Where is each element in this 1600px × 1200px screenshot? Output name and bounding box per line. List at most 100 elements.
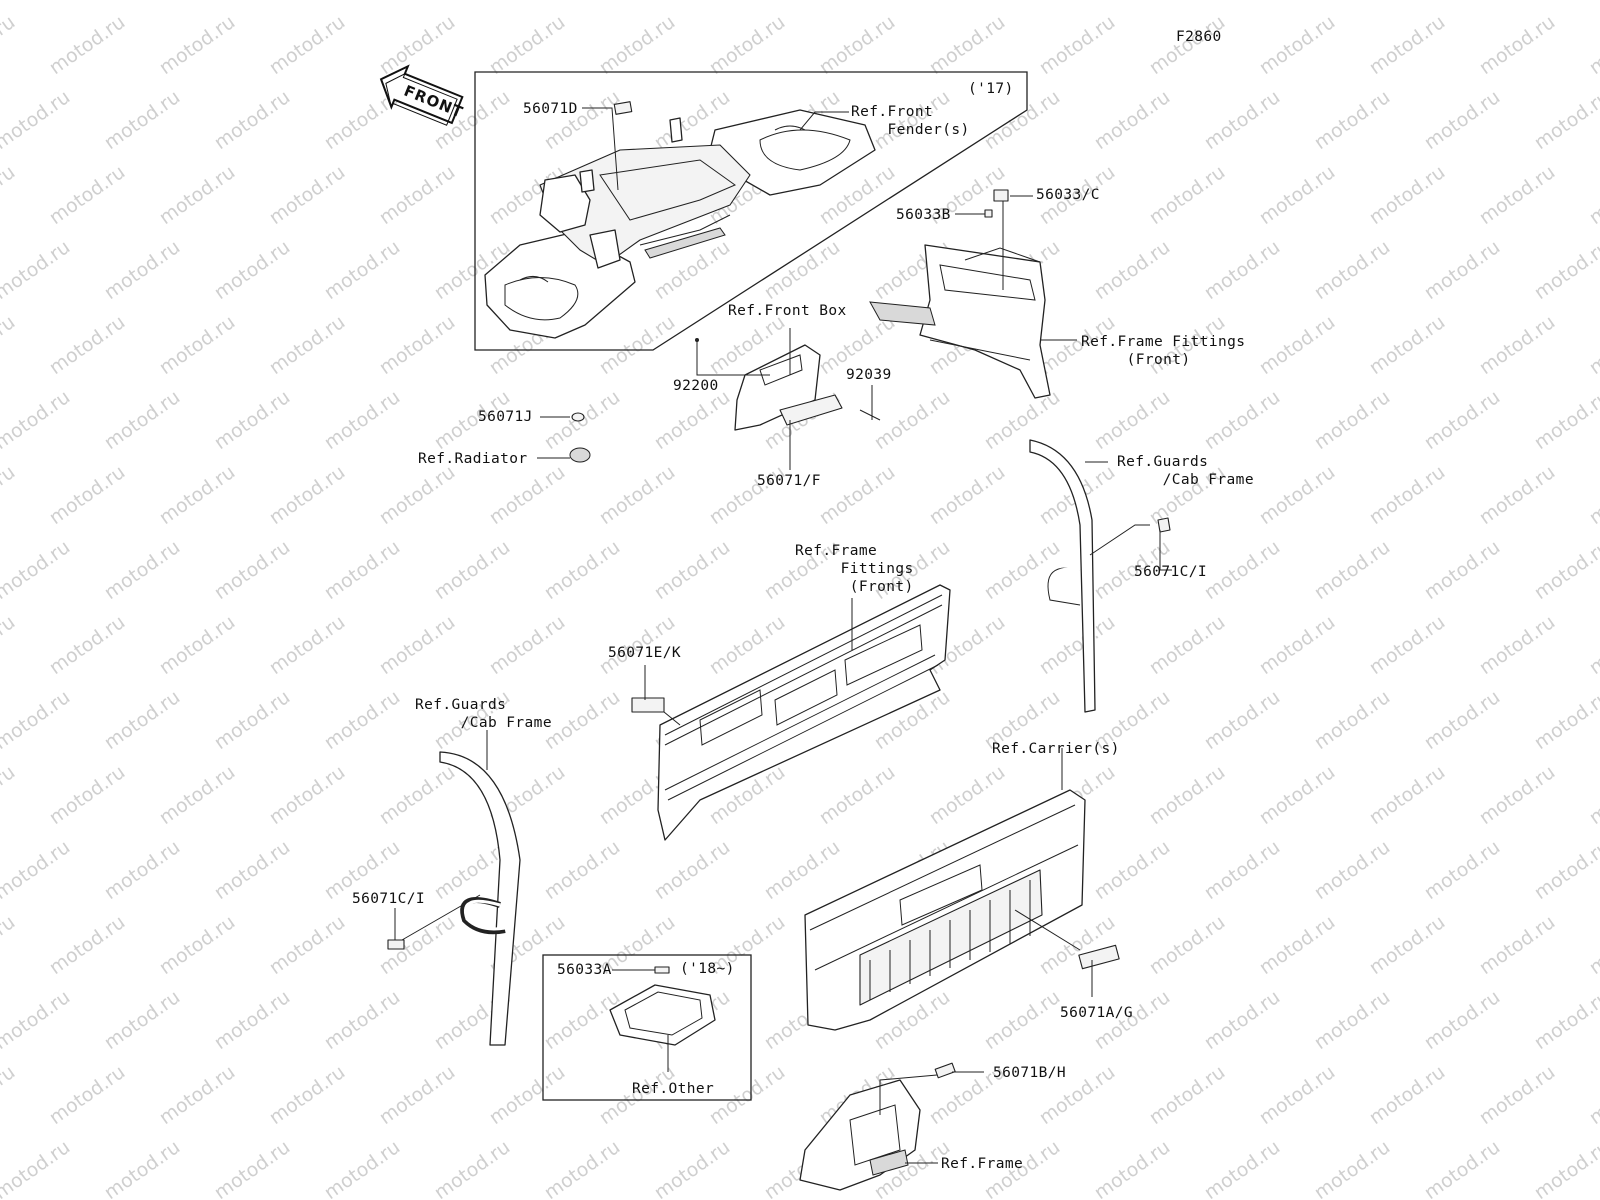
watermark-text: motod.ru: [45, 761, 129, 829]
watermark-text: motod.ru: [1365, 161, 1449, 229]
watermark-text: motod.ru: [980, 0, 1064, 4]
watermark-text: motod.ru: [1365, 311, 1449, 379]
watermark-text: motod.ru: [1365, 611, 1449, 679]
watermark-text: motod.ru: [100, 86, 184, 154]
watermark-text: motod.ru: [320, 536, 404, 604]
watermark-text: motod.ru: [265, 911, 349, 979]
watermark-text: motod.ru: [1310, 1136, 1394, 1200]
part-56071J: 56071J: [478, 409, 533, 425]
watermark-text: motod.ru: [100, 836, 184, 904]
watermark-text: motod.ru: [0, 461, 19, 529]
year-label-2018: ('18~): [680, 961, 735, 977]
watermark-text: motod.ru: [100, 536, 184, 604]
watermark-text: motod.ru: [1200, 0, 1284, 4]
watermark-text: motod.ru: [45, 911, 129, 979]
decal-56071AG: [1078, 944, 1120, 970]
watermark-text: motod.ru: [1585, 761, 1600, 829]
watermark-text: motod.ru: [650, 536, 734, 604]
watermark-text: motod.ru: [1310, 536, 1394, 604]
part-56071C-left: 56071C/I: [352, 891, 426, 907]
watermark-text: motod.ru: [430, 0, 514, 4]
watermark-text: motod.ru: [1255, 611, 1339, 679]
watermark-text: motod.ru: [430, 536, 514, 604]
watermark-text: motod.ru: [1585, 311, 1600, 379]
watermark-text: motod.ru: [485, 1061, 569, 1129]
watermark-text: motod.ru: [1255, 461, 1339, 529]
watermark-text: motod.ru: [1145, 161, 1229, 229]
watermark-text: motod.ru: [0, 911, 19, 979]
watermark-text: motod.ru: [1475, 161, 1559, 229]
watermark-text: motod.ru: [1530, 386, 1600, 454]
watermark-text: motod.ru: [1420, 1136, 1504, 1200]
watermark-text: motod.ru: [1530, 986, 1600, 1054]
part-56071D: 56071D: [523, 101, 578, 117]
watermark-text: motod.ru: [210, 686, 294, 754]
front-box-decals: [695, 338, 881, 431]
watermark-text: motod.ru: [1090, 0, 1174, 4]
watermark-text: motod.ru: [210, 0, 294, 4]
watermark-text: motod.ru: [1310, 686, 1394, 754]
part-56033A: 56033A: [557, 962, 612, 978]
watermark-text: motod.ru: [155, 461, 239, 529]
watermark-text: motod.ru: [265, 311, 349, 379]
watermark-text: motod.ru: [0, 311, 19, 379]
watermark-text: motod.ru: [1420, 86, 1504, 154]
watermark-text: motod.ru: [1530, 0, 1600, 4]
watermark-text: motod.ru: [375, 761, 459, 829]
watermark-text: motod.ru: [1475, 911, 1559, 979]
watermark-text: motod.ru: [540, 986, 624, 1054]
watermark-text: motod.ru: [45, 11, 129, 79]
watermark-text: motod.ru: [1475, 311, 1559, 379]
watermark-text: motod.ru: [540, 836, 624, 904]
watermark-text: motod.ru: [1145, 761, 1229, 829]
decal-56071C-left: [387, 939, 405, 950]
watermark-text: motod.ru: [485, 11, 569, 79]
watermark-text: motod.ru: [815, 11, 899, 79]
watermark-text: motod.ru: [1365, 11, 1449, 79]
figure-code: F2860: [1176, 29, 1222, 45]
watermark-text: motod.ru: [100, 386, 184, 454]
watermark-text: motod.ru: [100, 986, 184, 1054]
box-2017: [474, 71, 1028, 351]
watermark-text: motod.ru: [155, 611, 239, 679]
watermark-text: motod.ru: [0, 236, 74, 304]
watermark-text: motod.ru: [815, 761, 899, 829]
box-2018: [542, 954, 752, 1101]
watermark-text: motod.ru: [1475, 761, 1559, 829]
watermark-text: motod.ru: [0, 86, 74, 154]
watermark-text: motod.ru: [1090, 386, 1174, 454]
ref-frame-fittings-right: Ref.Frame Fittings (Front): [1081, 334, 1246, 368]
watermark-text: motod.ru: [320, 686, 404, 754]
watermark-text: motod.ru: [1530, 236, 1600, 304]
watermark-text: motod.ru: [45, 611, 129, 679]
watermark-text: motod.ru: [0, 686, 74, 754]
watermark-text: motod.ru: [375, 11, 459, 79]
watermark-text: motod.ru: [0, 11, 19, 79]
watermark-text: motod.ru: [540, 0, 624, 4]
watermark-text: motod.ru: [1585, 161, 1600, 229]
watermark-text: motod.ru: [45, 311, 129, 379]
watermark-text: motod.ru: [540, 1136, 624, 1200]
watermark-text: motod.ru: [265, 611, 349, 679]
decal-56071EK: [631, 697, 665, 713]
watermark-text: motod.ru: [925, 761, 1009, 829]
watermark-text: motod.ru: [45, 161, 129, 229]
watermark-text: motod.ru: [320, 236, 404, 304]
watermark-text: motod.ru: [1255, 1061, 1339, 1129]
part-92200: 92200: [673, 378, 719, 394]
watermark-text: motod.ru: [265, 461, 349, 529]
watermark-text: motod.ru: [265, 11, 349, 79]
guard-cab-frame-left: [387, 751, 521, 1046]
ref-front-fender: Ref.Front Fender(s): [851, 104, 970, 138]
watermark-text: motod.ru: [1530, 1136, 1600, 1200]
watermark-text: motod.ru: [1530, 536, 1600, 604]
ref-frame: Ref.Frame: [941, 1156, 1024, 1172]
watermark-text: motod.ru: [100, 1136, 184, 1200]
watermark-text: motod.ru: [1145, 1061, 1229, 1129]
watermark-text: motod.ru: [1255, 911, 1339, 979]
watermark-text: motod.ru: [595, 461, 679, 529]
watermark-text: motod.ru: [1365, 461, 1449, 529]
watermark-text: motod.ru: [430, 1136, 514, 1200]
radiator-cap: [569, 412, 591, 463]
watermark-text: motod.ru: [650, 386, 734, 454]
